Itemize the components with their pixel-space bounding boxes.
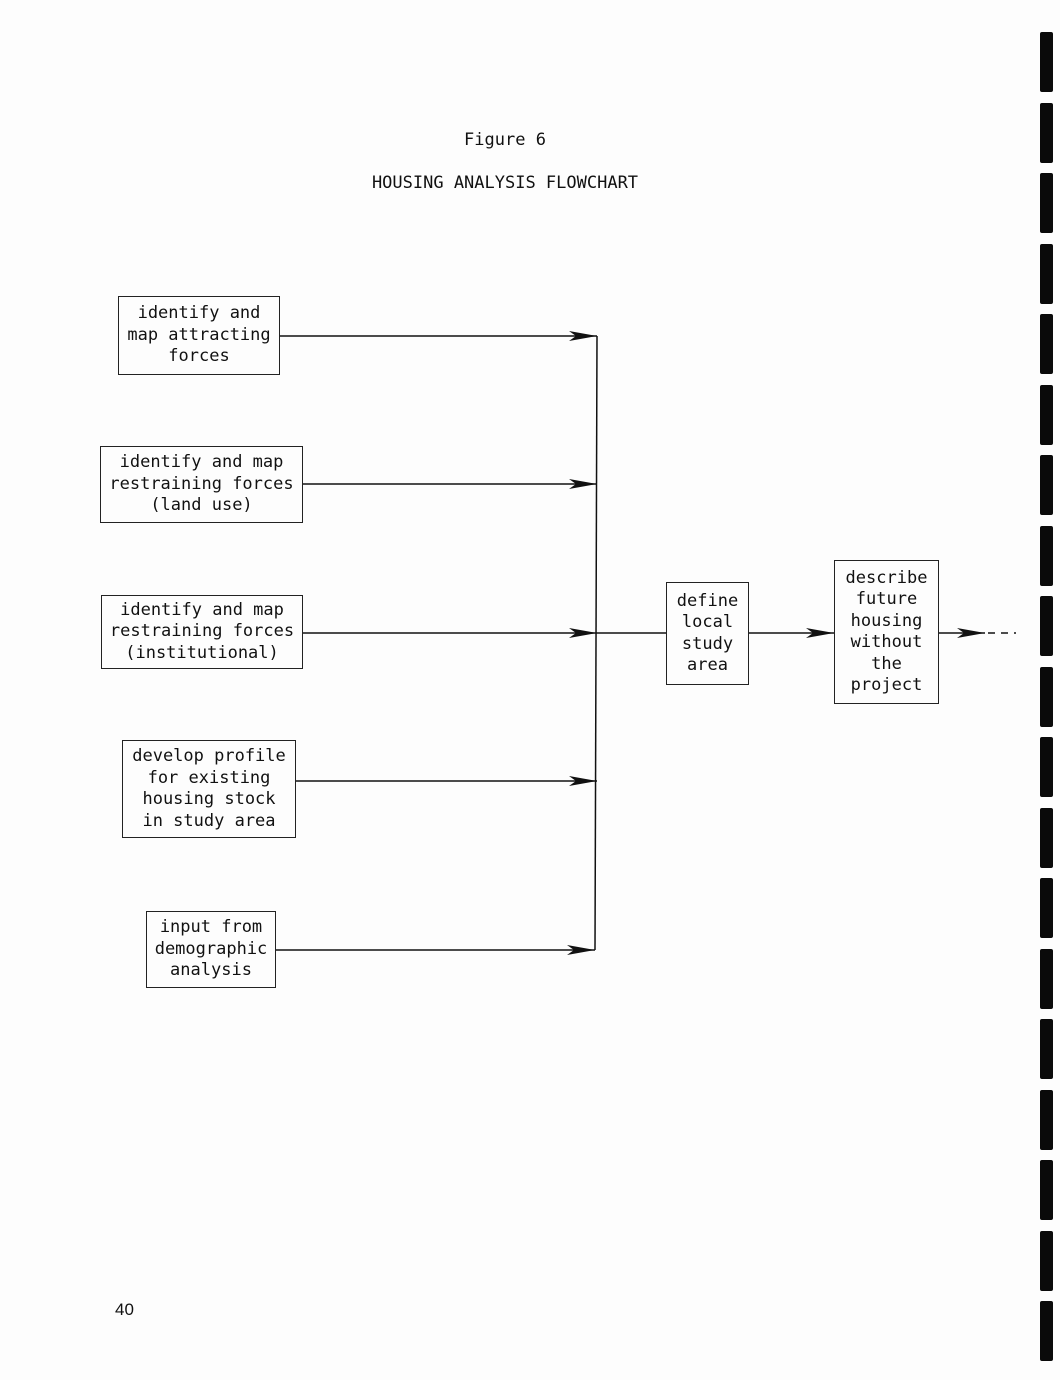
box-line: demographic [154, 938, 268, 959]
box-line: identify and map [120, 599, 284, 620]
box-line: area [687, 655, 728, 675]
box-line: define [676, 590, 739, 611]
binding-hole-mark [1040, 173, 1053, 233]
box-restraining-land-use: identify and map restraining forces (lan… [100, 446, 303, 523]
box-line: housing [850, 610, 923, 631]
box-line: input from [159, 917, 263, 938]
box-line: the [871, 653, 902, 674]
binding-hole-mark [1040, 1301, 1053, 1361]
box-line: analysis [170, 960, 252, 981]
collector-line [594, 335, 598, 951]
binding-hole-mark [1040, 666, 1053, 727]
binding-hole-mark [1040, 596, 1053, 656]
binding-hole-mark [1040, 455, 1053, 515]
binding-hole-mark [1040, 1089, 1053, 1150]
box-line: project [850, 675, 923, 695]
binding-hole-mark [1040, 525, 1053, 586]
binding-hole-mark [1040, 737, 1053, 797]
binding-hole-mark [1040, 314, 1053, 374]
binding-hole-mark [1040, 1160, 1053, 1220]
box-describe-future-housing: describe future housing without the proj… [834, 560, 939, 704]
binding-hole-mark [1040, 878, 1053, 938]
box-line: map attracting [127, 324, 271, 345]
box-line: future [855, 589, 918, 609]
box-demographic-input: input from demographic analysis [146, 911, 276, 988]
box-line: develop profile [132, 746, 286, 766]
binding-hole-mark [1040, 384, 1053, 445]
box-line: (land use) [150, 495, 253, 516]
binding-hole-mark [1040, 32, 1053, 92]
box-line: without [850, 632, 923, 652]
box-line: housing stock [142, 789, 276, 809]
box-line: identify and [137, 303, 261, 324]
box-define-study-area: define local study area [666, 582, 749, 685]
box-line: restraining forces [109, 473, 294, 494]
binding-hole-mark [1040, 1230, 1053, 1291]
box-line: study [681, 633, 734, 654]
figure-title: HOUSING ANALYSIS FLOWCHART [371, 173, 639, 193]
binding-hole-mark [1040, 1019, 1053, 1079]
box-line: restraining forces [109, 621, 295, 642]
binding-hole-mark [1040, 807, 1053, 868]
box-line: forces [168, 346, 230, 367]
box-line: in study area [142, 810, 276, 831]
box-housing-profile: develop profile for existing housing sto… [122, 740, 296, 838]
box-line: local [681, 612, 734, 632]
box-line: (institutional) [125, 642, 279, 663]
binding-hole-mark [1040, 102, 1053, 163]
box-restraining-institutional: identify and map restraining forces (ins… [101, 595, 303, 669]
box-line: for existing [147, 767, 271, 788]
box-line: describe [845, 567, 928, 588]
box-attracting-forces: identify and map attracting forces [118, 296, 280, 375]
page-number: 40 [115, 1300, 134, 1319]
binding-hole-mark [1040, 243, 1053, 304]
binding-hole-mark [1040, 948, 1053, 1009]
figure-label: Figure 6 [464, 130, 546, 150]
box-line: identify and map [119, 452, 284, 473]
